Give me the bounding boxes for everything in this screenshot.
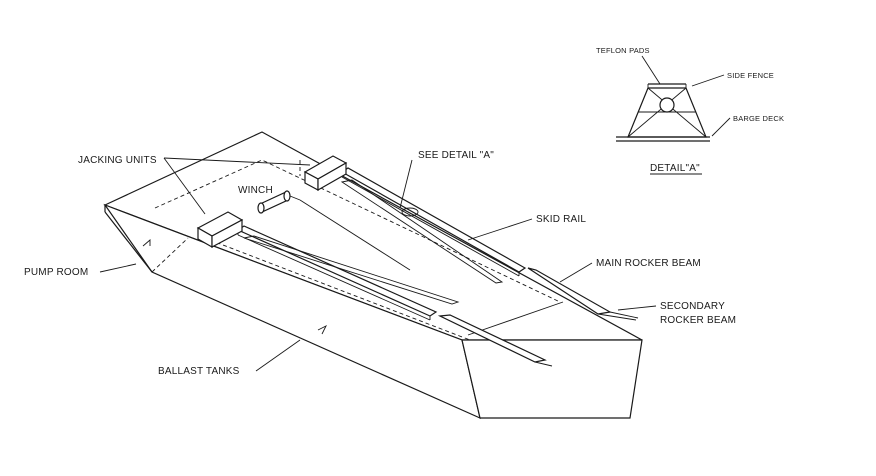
- see-detail-label: SEE DETAIL "A": [418, 150, 494, 161]
- label-ballast-tanks: BALLAST TANKS: [158, 324, 328, 377]
- teflon-pads-label: TEFLON PADS: [596, 46, 650, 55]
- main-rocker-beam-label: MAIN ROCKER BEAM: [596, 258, 701, 269]
- secondary-label-line2: ROCKER BEAM: [660, 315, 736, 326]
- skid-rail-label: SKID RAIL: [536, 214, 586, 225]
- detail-roller: [659, 97, 675, 113]
- barge-hull: [103, 131, 643, 420]
- barge-end-face: [461, 339, 643, 419]
- detail-a: TEFLON PADS SIDE FENCE BARGE DECK DETAIL…: [596, 46, 784, 175]
- jacking-unit-rear: [303, 155, 348, 192]
- main-rocker-beam-front: [437, 314, 553, 367]
- barge-deck-label: BARGE DECK: [733, 114, 784, 123]
- label-winch: WINCH: [238, 185, 273, 196]
- pump-room-label: PUMP ROOM: [24, 267, 88, 278]
- label-main-rocker-beam: MAIN ROCKER BEAM: [559, 258, 701, 283]
- detail-a-caption: DETAIL"A": [650, 163, 700, 174]
- jacking-units-label: JACKING UNITS: [78, 155, 157, 166]
- jacking-unit-front: [196, 211, 244, 249]
- ballast-tanks-label: BALLAST TANKS: [158, 366, 240, 377]
- label-see-detail: SEE DETAIL "A": [399, 150, 494, 217]
- label-secondary-rocker-beam: SECONDARY ROCKER BEAM: [617, 301, 736, 326]
- winch-label: WINCH: [238, 185, 273, 196]
- winch-cable: [299, 199, 411, 271]
- secondary-rocker-beam-rear: [340, 179, 504, 284]
- secondary-rocker-beam-front: [243, 235, 460, 305]
- label-pump-room: PUMP ROOM: [24, 239, 151, 278]
- label-skid-rail: SKID RAIL: [467, 214, 586, 241]
- side-fence-label: SIDE FENCE: [727, 71, 774, 80]
- main-rocker-beam-rear: [527, 267, 639, 321]
- secondary-label-line1: SECONDARY: [660, 301, 725, 312]
- hidden-deck-line: [154, 159, 561, 303]
- winch: [257, 190, 301, 214]
- label-jacking-units: JACKING UNITS: [78, 155, 311, 215]
